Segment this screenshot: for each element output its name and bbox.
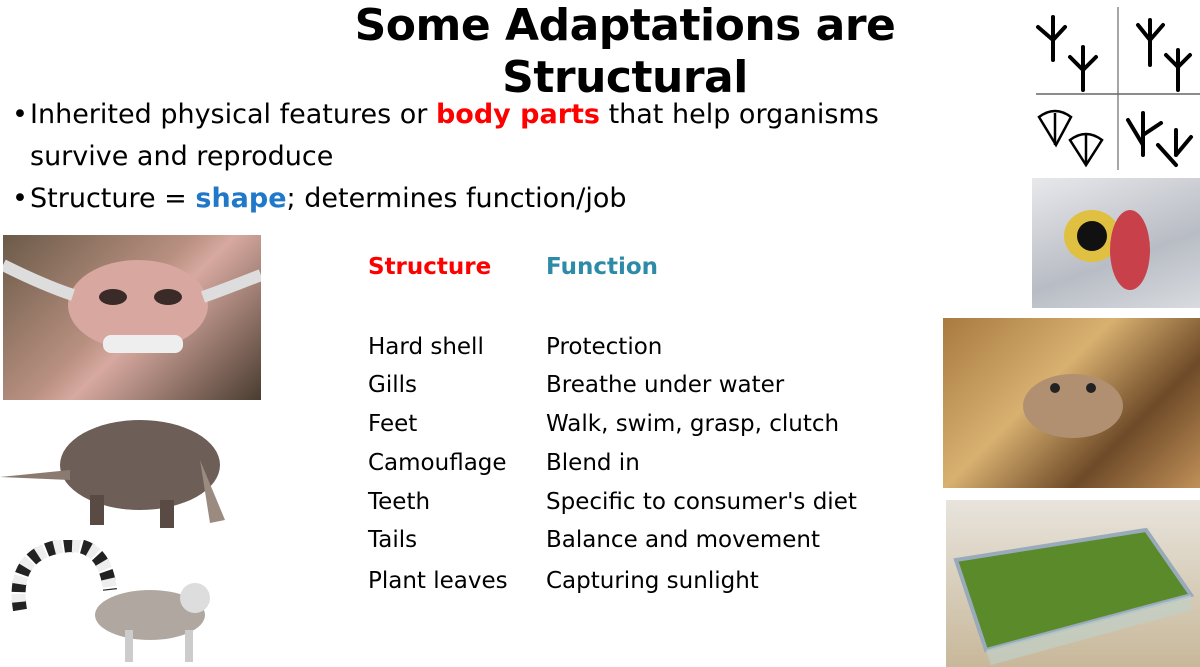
frog-camouflage-photo xyxy=(943,318,1200,488)
lemur-photo xyxy=(10,540,215,665)
header-structure: Structure xyxy=(368,254,492,280)
function-cell: Breathe under water xyxy=(546,372,785,398)
function-cell: Balance and movement xyxy=(546,527,821,553)
function-cell: Blend in xyxy=(546,450,640,476)
bird-tracks-image xyxy=(1033,5,1200,170)
bullet-2: • Structure = shape; determines function… xyxy=(12,178,942,220)
structure-cell: Tails xyxy=(368,527,418,553)
armadillo-photo xyxy=(0,405,225,532)
header-function: Function xyxy=(546,254,659,280)
cow-mouth-photo xyxy=(3,235,261,400)
function-cell: Specific to consumer's diet xyxy=(546,489,857,515)
structure-cell: Gills xyxy=(368,372,417,398)
structure-cell: Teeth xyxy=(368,489,431,515)
structure-cell: Hard shell xyxy=(368,334,484,360)
bullet-dot: • xyxy=(12,99,28,130)
function-cell: Walk, swim, grasp, clutch xyxy=(546,411,840,437)
function-cell: Capturing sunlight xyxy=(546,568,759,594)
bullet-text: Inherited physical features or xyxy=(30,99,436,130)
plant-sprouts-photo xyxy=(946,500,1200,667)
bullet-highlight: body parts xyxy=(435,99,600,130)
bullet-dot: • xyxy=(12,183,28,214)
slide-title: Some Adaptations are Structural xyxy=(354,0,896,103)
bullet-text: that help organisms survive and reproduc… xyxy=(30,99,879,172)
bullet-1: • Inherited physical features or body pa… xyxy=(12,94,942,178)
bullet-highlight: shape xyxy=(195,183,287,214)
function-cell: Protection xyxy=(546,334,663,360)
fish-gills-photo xyxy=(1032,178,1200,308)
bullet-text: Structure = xyxy=(30,183,196,214)
structure-cell: Feet xyxy=(368,411,418,437)
structure-cell: Camouflage xyxy=(368,450,507,476)
bullet-text: ; determines function/job xyxy=(286,183,627,214)
structure-cell: Plant leaves xyxy=(368,568,508,594)
